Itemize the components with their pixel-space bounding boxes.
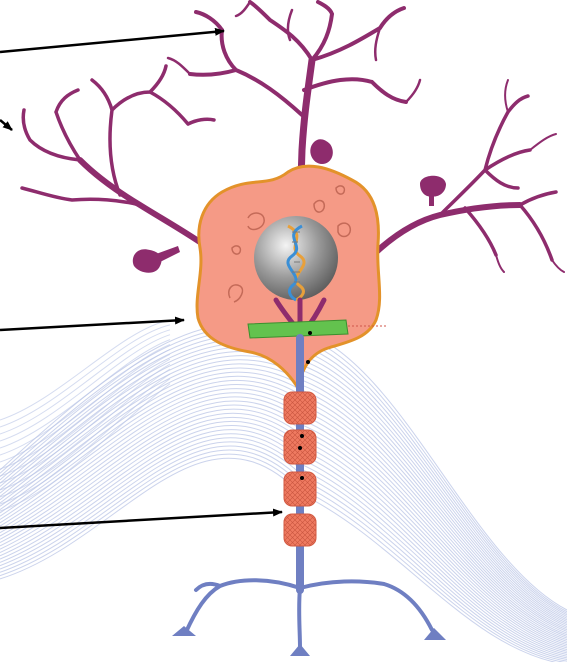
myelin-segment-1 [284, 392, 316, 424]
myelin-segment-4 [284, 514, 316, 546]
dendrite-top-branches [190, 2, 406, 115]
wave-line [0, 339, 567, 617]
terminal-bouton-1 [172, 626, 196, 636]
node-dot-3 [300, 476, 304, 480]
synaptic-bulb-left [133, 249, 162, 273]
arrow-to-dendrite-tip [0, 31, 224, 52]
arrow-to-dendrite-branch [0, 120, 12, 130]
axon-dot [306, 360, 310, 364]
node-dot-2 [298, 446, 302, 450]
synaptic-bulb-top [310, 139, 333, 164]
wave-line [0, 397, 567, 640]
arrow-to-cell-body [0, 320, 184, 330]
myelin-segment-3 [284, 472, 316, 506]
synaptic-bulb-right-stalk [429, 192, 434, 206]
dendrite-right-branches [440, 96, 556, 260]
terminal-bouton-2 [290, 644, 310, 656]
dendrite-left-branches [22, 66, 214, 205]
hillock-dot [308, 331, 312, 335]
terminal-bouton-3 [424, 628, 446, 640]
node-dot-1 [300, 434, 304, 438]
dendrite-right-fine [496, 80, 564, 272]
synaptic-bulb-left-stalk [156, 246, 180, 262]
axon-terminal-branches [186, 580, 432, 648]
wave-line [0, 349, 170, 462]
axon-terminals [172, 580, 446, 656]
wave-line [0, 340, 170, 448]
